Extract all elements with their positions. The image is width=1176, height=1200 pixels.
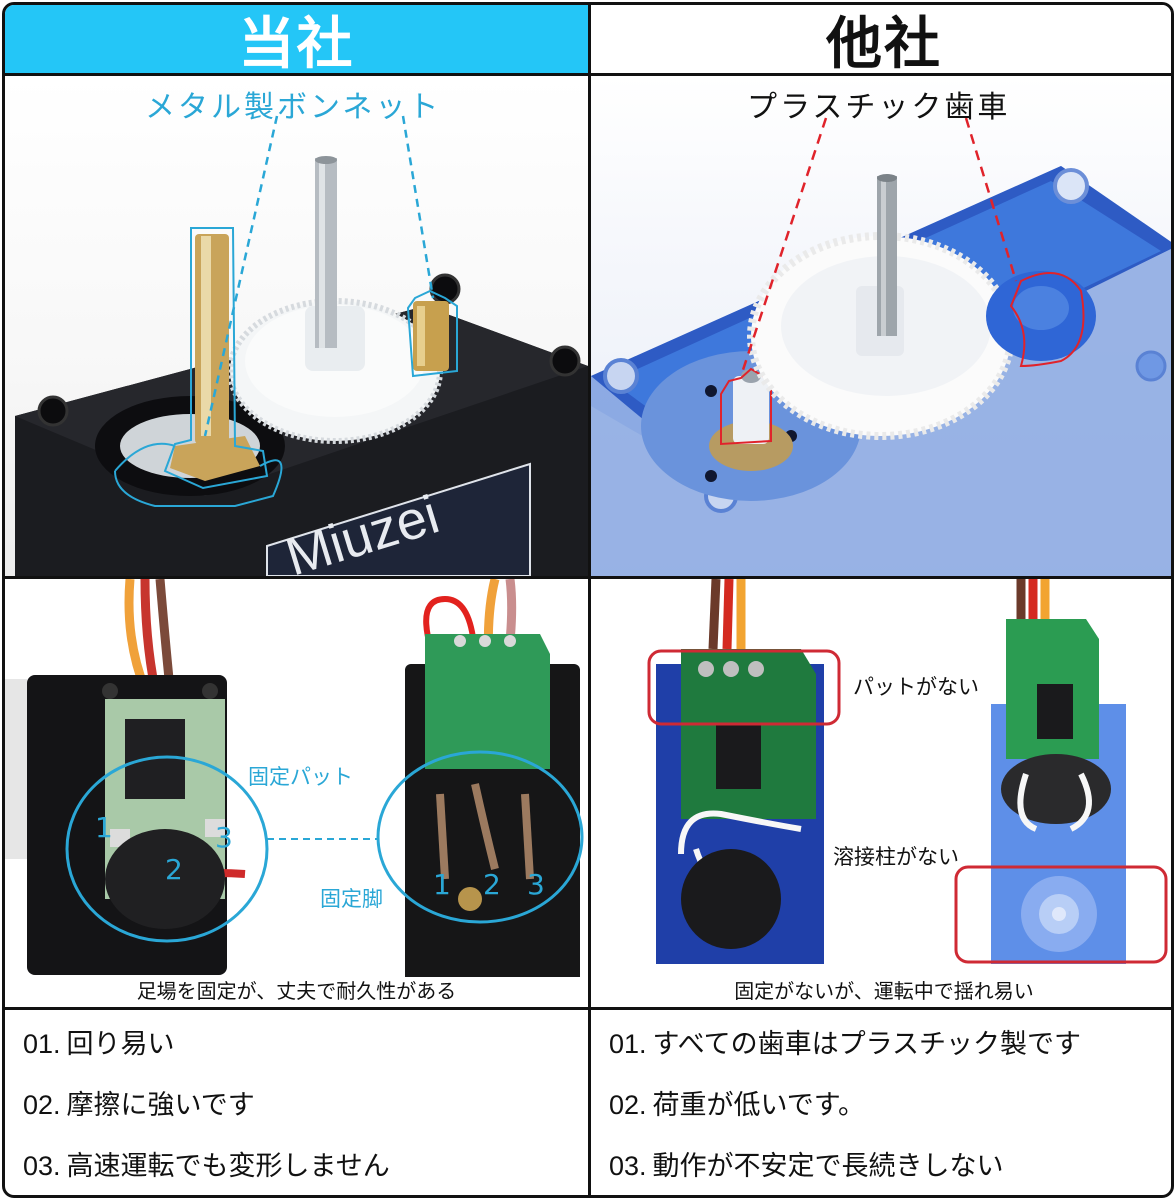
feature-item: 02.摩擦に強いです	[23, 1090, 255, 1121]
feature-item: 01.すべての歯車はプラスチック製です	[609, 1029, 1082, 1060]
photo-our-gears: Miuzei	[5, 76, 588, 576]
callout-plastic-gear: プラスチック歯車	[747, 90, 1011, 125]
svg-text:1: 1	[95, 811, 113, 844]
metal-gear-servo-illustration: Miuzei	[15, 115, 588, 576]
callout-metal-bonnet: メタル製ボンネット	[145, 90, 442, 125]
row-divider-pcb	[5, 1007, 1171, 1010]
row-divider-header	[5, 73, 1171, 76]
callout-fixed-leg: 固定脚	[320, 887, 383, 911]
header-our-company: 当社	[5, 5, 588, 77]
feature-item: 01.回り易い	[23, 1029, 175, 1060]
photo-our-pcb: 1 2 3 1 2 3 固定パット 固定脚 足場を固定が、丈夫で耐久性がある	[5, 579, 588, 1007]
feature-item: 02.荷重が低いです。	[609, 1090, 866, 1121]
column-divider	[588, 5, 591, 1195]
photo-other-pcb: パットがない 溶接柱がない 固定がないが、運転中で揺れ易い	[591, 579, 1171, 1007]
svg-text:3: 3	[215, 821, 233, 854]
row-divider-gears	[5, 576, 1171, 579]
features-our-company: 01.回り易い 02.摩擦に強いです 03.高速運転でも変形しません	[5, 1010, 588, 1195]
svg-text:1: 1	[433, 868, 451, 901]
svg-text:3: 3	[527, 868, 545, 901]
photo-other-gears: プラスチック歯車	[591, 76, 1171, 576]
header-other-company: 他社	[591, 5, 1171, 77]
features-other-company: 01.すべての歯車はプラスチック製です 02.荷重が低いです。 03.動作が不安…	[591, 1010, 1171, 1195]
feature-item: 03.動作が不安定で長続きしない	[609, 1151, 1004, 1182]
plastic-gear-servo-illustration	[591, 117, 1171, 576]
fixed-pad-pcb-illustration: 1 2 3 1 2 3	[5, 579, 584, 994]
callout-no-pad: パットがない	[853, 675, 979, 699]
callout-fixed-pad: 固定パット	[248, 765, 353, 789]
caption-other-pcb: 固定がないが、運転中で揺れ易い	[591, 977, 1171, 1005]
svg-text:2: 2	[483, 868, 501, 901]
feature-item: 03.高速運転でも変形しません	[23, 1151, 390, 1182]
svg-text:2: 2	[165, 853, 183, 886]
callout-no-weld-post: 溶接柱がない	[833, 845, 959, 869]
caption-our-pcb: 足場を固定が、丈夫で耐久性がある	[5, 977, 588, 1005]
no-pad-pcb-illustration	[647, 579, 1168, 964]
